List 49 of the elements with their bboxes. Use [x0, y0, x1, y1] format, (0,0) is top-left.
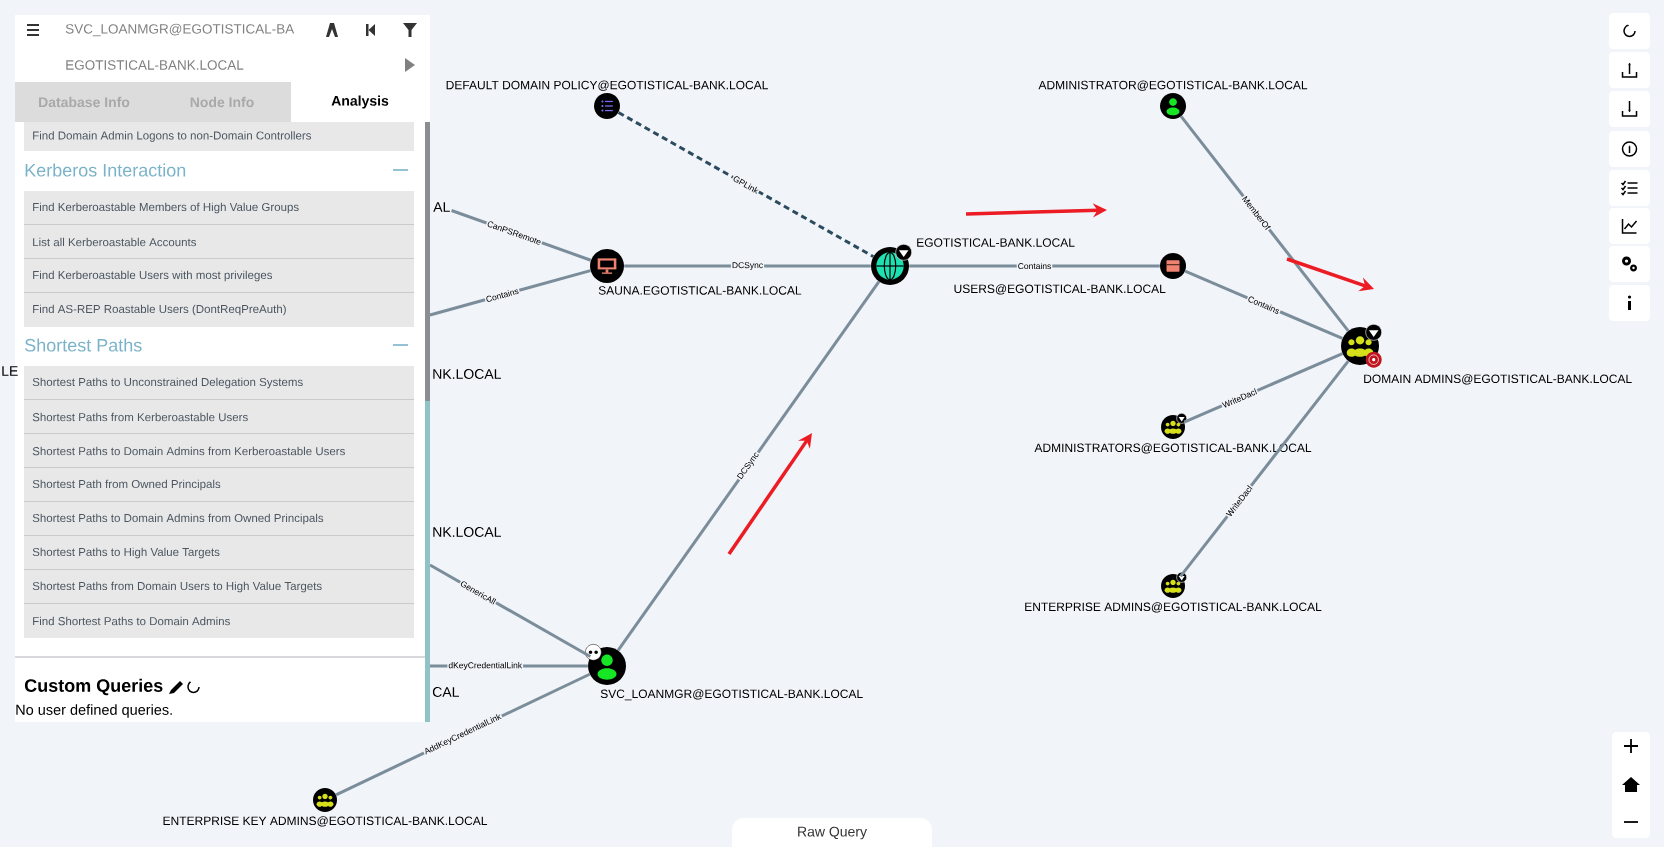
node-label: ADMINISTRATORS@EGOTISTICAL-BANK.LOCAL [1034, 443, 1312, 454]
group-node: DOMAIN ADMINS@EGOTISTICAL-BANK.LOCAL [1341, 324, 1632, 385]
group-node: ENTERPRISE ADMINS@EGOTISTICAL-BANK.LOCAL [1025, 572, 1322, 613]
edge-label: DCSync [730, 261, 765, 271]
section-header: Shortest Paths [25, 338, 142, 352]
query-item: Find Shortest Paths to Domain Admins [24, 604, 414, 638]
node-label: CAL [432, 687, 459, 697]
tab: Analysis [291, 82, 430, 122]
node-label: ENTERPRISE KEY ADMINS@EGOTISTICAL-BANK.LOCAL [163, 816, 488, 827]
search-field: SVC_LOANMGR@EGOTISTICAL-BA [65, 23, 295, 37]
node-label: DOMAIN ADMINS@EGOTISTICAL-BANK.LOCAL [1364, 374, 1632, 385]
raw-query-button: Raw Query [732, 818, 932, 847]
node-label: SAUNA.EGOTISTICAL-BANK.LOCAL [598, 286, 802, 295]
node-label: AL [433, 202, 450, 212]
query-item: Find Kerberoastable Members of High Value Groups [24, 191, 414, 225]
query-item: Shortest Paths to Unconstrained Delegation Systems [24, 366, 414, 400]
group-node: ADMINISTRATORS@EGOTISTICAL-BANK.LOCAL [1034, 413, 1312, 454]
search-field: EGOTISTICAL-BANK.LOCAL [66, 60, 244, 70]
node-label: NK.LOCAL [433, 369, 501, 379]
node-label: NK.LOCAL [433, 527, 501, 537]
query-item: Find AS-REP Roastable Users (DontReqPreAuth) [24, 293, 414, 327]
query-item: Find Kerberoastable Users with most privileges [24, 259, 414, 293]
edge-label: dKeyCredentialLink [447, 661, 524, 671]
node-label: DEFAULT DOMAIN POLICY@EGOTISTICAL-BANK.LOCAL [446, 80, 768, 91]
section-header: Kerberos Interaction [25, 163, 186, 177]
group-node: ENTERPRISE KEY ADMINS@EGOTISTICAL-BANK.LOCAL [163, 788, 488, 827]
relation-line [617, 111, 875, 258]
node-label: ENTERPRISE ADMINS@EGOTISTICAL-BANK.LOCAL [1025, 602, 1322, 613]
note-text: No user defined queries. [16, 704, 172, 718]
node-label: EGOTISTICAL-BANK.LOCAL [917, 238, 1075, 247]
query-item: Shortest Paths to High Value Targets [24, 536, 414, 570]
edge-label: Contains [1016, 261, 1053, 271]
relation-line [616, 280, 881, 652]
node-label: SVC_LOANMGR@EGOTISTICAL-BANK.LOCAL [600, 689, 863, 701]
user-node: SVC_LOANMGR@EGOTISTICAL-BANK.LOCAL [585, 644, 863, 701]
node-label: ADMINISTRATOR@EGOTISTICAL-BANK.LOCAL [1038, 80, 1308, 91]
node-label: USERS@EGOTISTICAL-BANK.LOCAL [954, 284, 1166, 295]
policy-node: DEFAULT DOMAIN POLICY@EGOTISTICAL-BANK.LOCAL [446, 80, 768, 119]
user-node: ADMINISTRATOR@EGOTISTICAL-BANK.LOCAL [1038, 80, 1308, 119]
query-item: Find Domain Admin Logons to non-Domain Controllers [24, 122, 414, 151]
query-item: Shortest Paths to Domain Admins from Kerberoastable Users [24, 434, 414, 468]
query-item: Shortest Paths from Kerberoastable Users [24, 400, 414, 434]
edge-label: Contains [483, 286, 521, 304]
query-item: Shortest Path from Owned Principals [24, 468, 414, 502]
section-title: Custom Queries [24, 678, 163, 696]
query-item: Shortest Paths from Domain Users to High Value Targets [24, 570, 414, 604]
node-label: LE [2, 366, 18, 376]
query-item: Shortest Paths to Domain Admins from Owned Principals [24, 502, 414, 536]
query-item: List all Kerberoastable Accounts [24, 225, 414, 259]
